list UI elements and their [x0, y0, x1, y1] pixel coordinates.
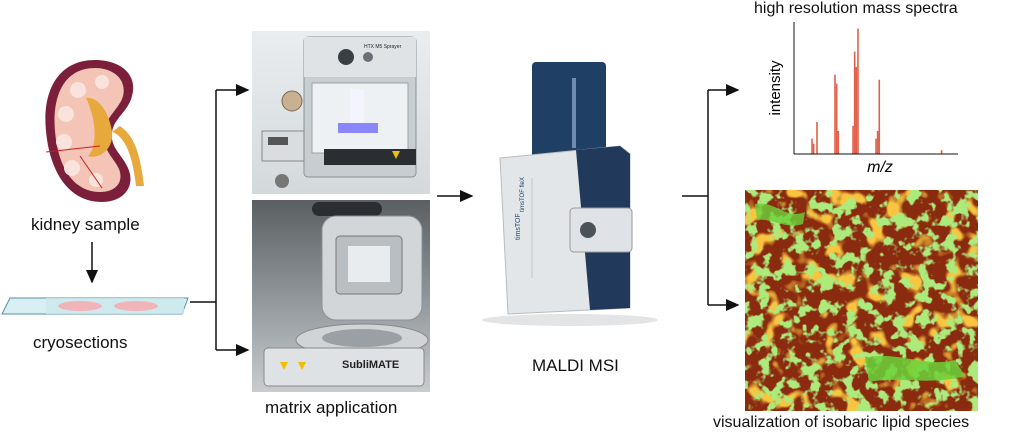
- sublimate-photo: SubliMATE: [252, 200, 430, 392]
- matrix-application-label: matrix application: [265, 398, 398, 417]
- sprayer-brand-text: HTX M5 Sprayer: [364, 44, 402, 50]
- visualization-label: visualization of isobaric lipid species: [713, 414, 970, 431]
- svg-text:timsTOF: timsTOF: [515, 213, 522, 240]
- sublimate-device-icon: [263, 202, 429, 387]
- kidney-sample-label: kidney sample: [31, 215, 140, 234]
- sprayer-device-icon: [261, 36, 417, 188]
- sublimate-brand-text: SubliMATE: [342, 359, 400, 371]
- cryosection-slide: [1, 297, 189, 315]
- maldi-instrument-icon: timsTOF: [482, 62, 658, 326]
- sprayer-photo: HTX M5 Sprayer: [252, 31, 430, 194]
- x-axis-label: m/z: [867, 159, 893, 176]
- maldi-msi-label: MALDI MSI: [532, 356, 619, 375]
- mass-spectrum-chart: intensity m/z: [767, 22, 958, 176]
- timstof-label: timsTOF fleX: [520, 177, 526, 212]
- cryosections-label: cryosections: [33, 333, 128, 352]
- lipid-image: [745, 190, 978, 411]
- y-axis-label: intensity: [767, 60, 784, 116]
- chart-title: high resolution mass spectra: [754, 0, 958, 17]
- kidney-illustration: [45, 60, 144, 202]
